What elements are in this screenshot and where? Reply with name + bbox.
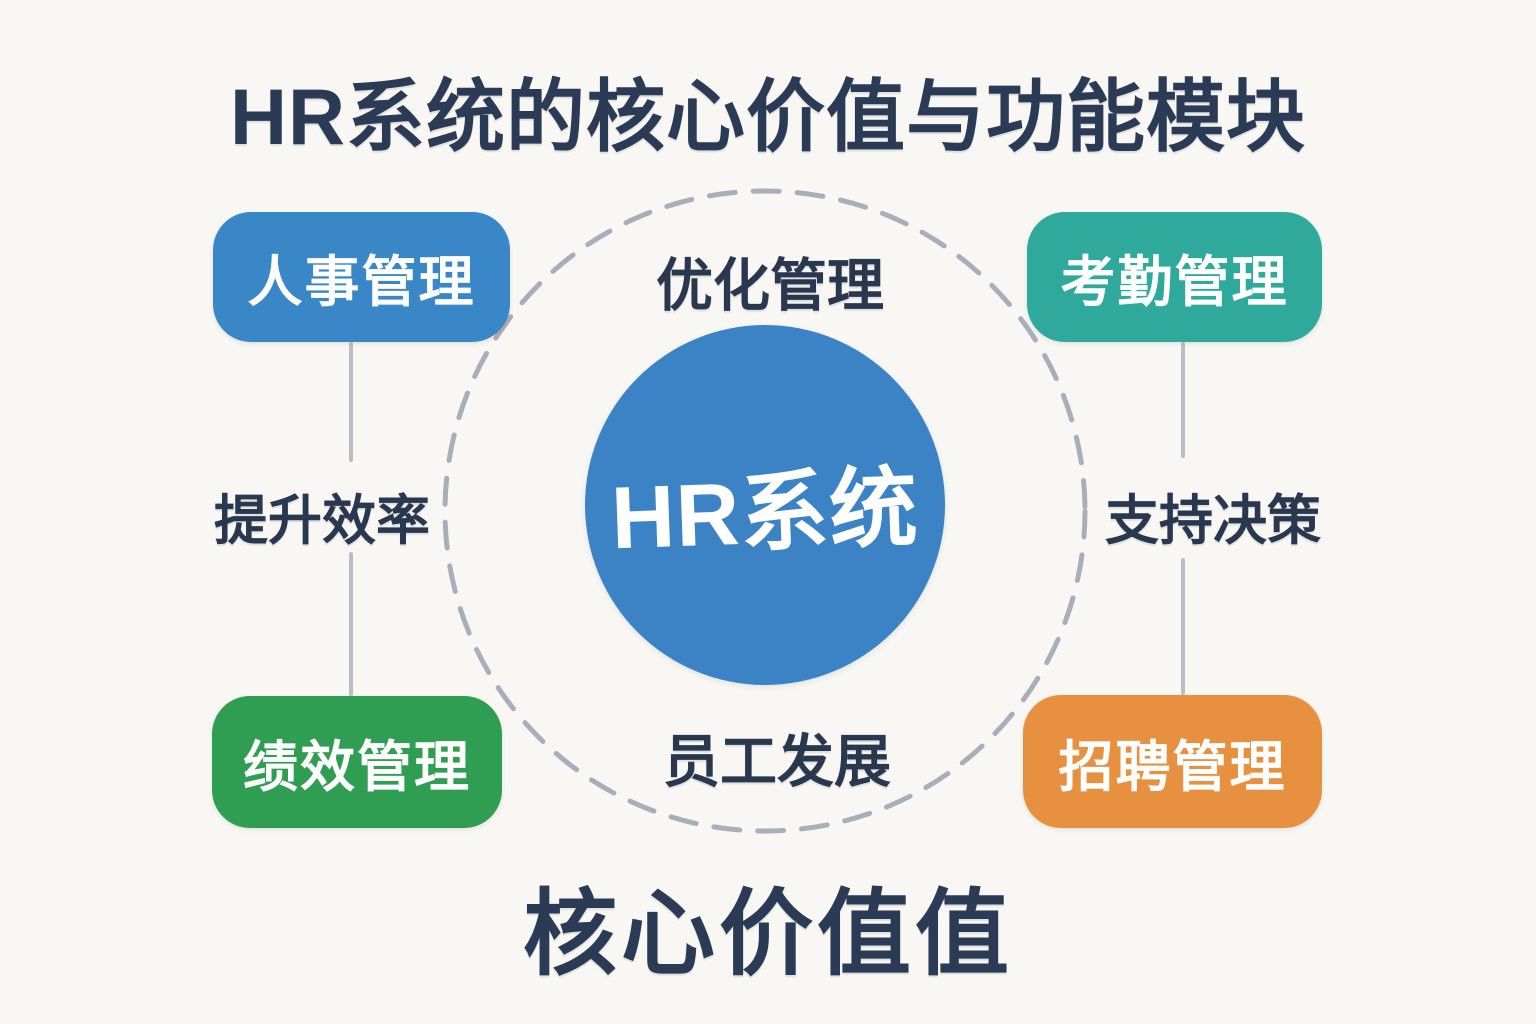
footer-core-value-label: 核心价值值 — [522, 881, 1013, 986]
value-label-support-decisions: 支持决策 — [1105, 491, 1321, 551]
page-title: HR系统的核心价值与功能模块 — [229, 72, 1307, 161]
core-circle-label: HR系统 — [610, 457, 921, 567]
module-box-performance-management: 绩效管理 — [212, 696, 502, 828]
value-label-improve-efficiency: 提升效率 — [214, 491, 430, 551]
connector-line-right-top — [1181, 342, 1185, 458]
connector-line-left-bottom — [349, 552, 353, 696]
hr-system-core-circle: HR系统 — [585, 325, 945, 685]
module-box-personnel-management: 人事管理 — [213, 212, 510, 342]
module-box-attendance-management: 考勤管理 — [1027, 212, 1322, 342]
connector-line-left-top — [349, 342, 353, 462]
module-box-recruitment-management: 招聘管理 — [1023, 695, 1322, 828]
connector-line-right-bottom — [1181, 558, 1185, 695]
value-label-employee-development: 员工发展 — [663, 730, 891, 794]
value-label-optimize-management: 优化管理 — [656, 254, 884, 318]
